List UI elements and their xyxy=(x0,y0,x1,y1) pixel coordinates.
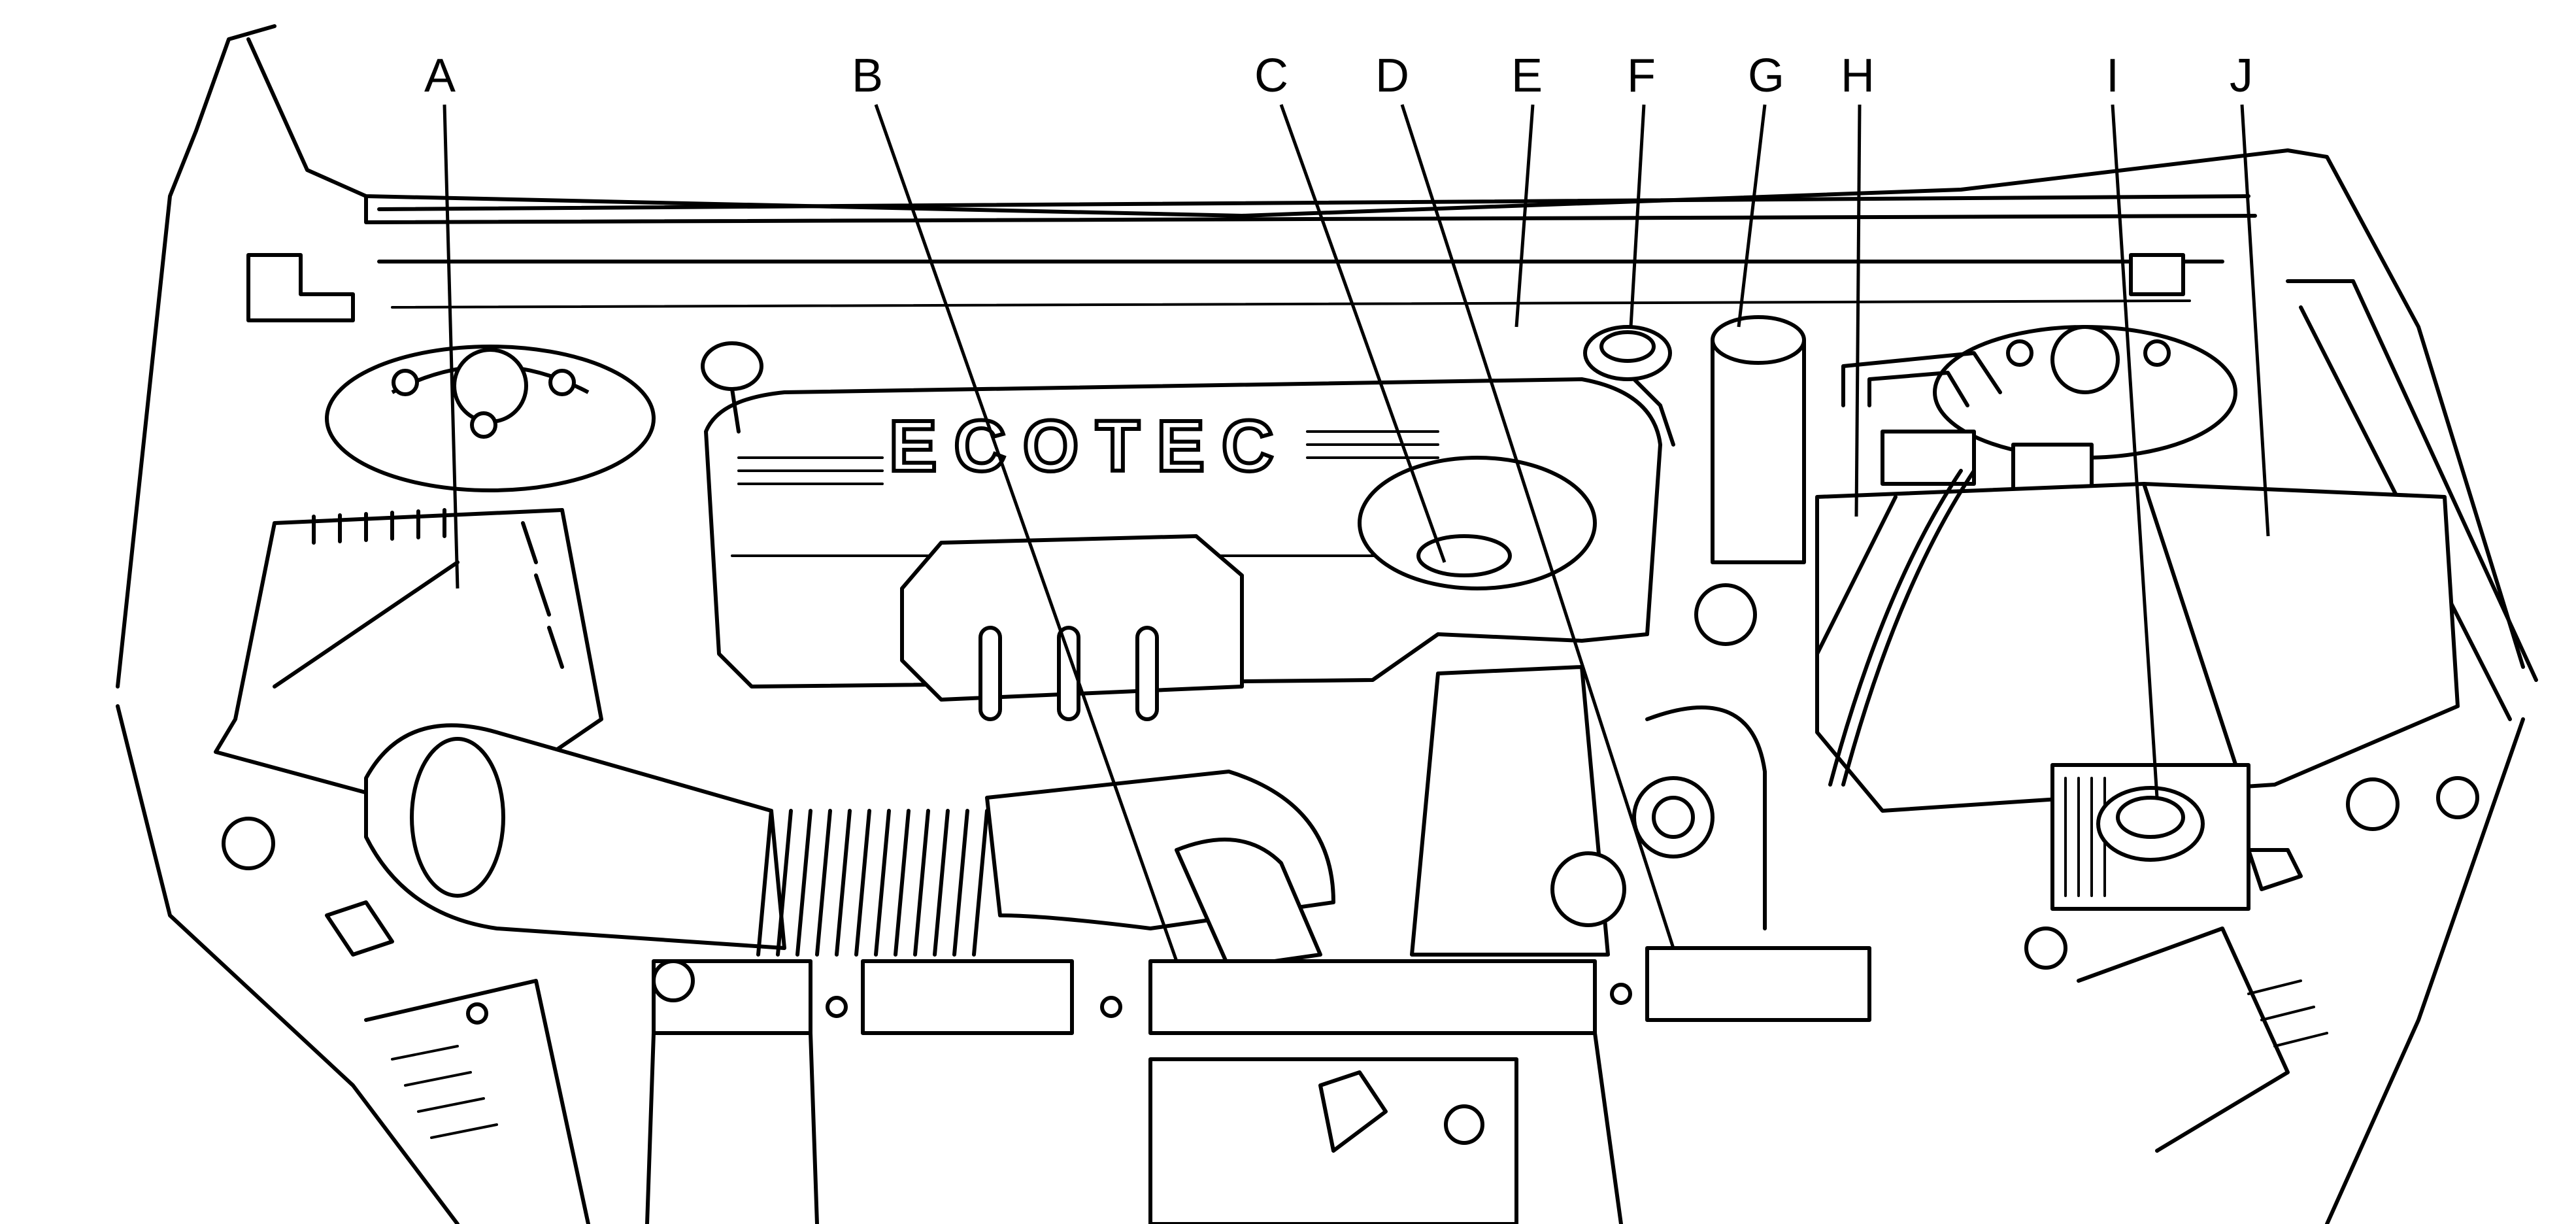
callout-label-A: A xyxy=(424,50,456,102)
callout-label-D: D xyxy=(1375,50,1409,102)
radiator-support xyxy=(645,946,1871,1224)
callout-label-H: H xyxy=(1841,50,1875,102)
callout-label-J: J xyxy=(2230,50,2253,102)
right-strut-tower xyxy=(1933,325,2237,460)
engine-cover-logo: ECOTEC xyxy=(889,406,1290,486)
throttle-and-accessory-area xyxy=(1410,665,1767,957)
left-strut-tower xyxy=(325,345,656,492)
callout-F: F xyxy=(1627,50,1656,328)
callout-label-F: F xyxy=(1627,50,1656,102)
callout-G: G xyxy=(1737,50,1784,328)
engine-oil-dipstick-tube xyxy=(701,341,763,434)
callout-label-G: G xyxy=(1748,50,1784,102)
hood-and-cowl xyxy=(116,24,2538,721)
callout-label-I: I xyxy=(2106,50,2119,102)
coolant-pressure-cap xyxy=(1583,325,1675,447)
callout-D: D xyxy=(1375,50,1675,949)
underhood-fuse-block xyxy=(1815,482,2460,813)
callout-C: C xyxy=(1254,50,1447,563)
right-front-headlamp-area xyxy=(2024,717,2525,1224)
engine-cover: ECOTEC xyxy=(704,377,1662,721)
intake-air-duct xyxy=(364,723,1335,970)
callout-H: H xyxy=(1841,50,1875,517)
power-steering-reservoir-cap xyxy=(2050,763,2250,911)
left-front-headlamp-area xyxy=(116,704,590,1224)
callout-label-B: B xyxy=(852,50,883,102)
callout-label-E: E xyxy=(1511,50,1543,102)
callout-I: I xyxy=(2106,50,2159,798)
wiring-harness xyxy=(1828,469,1976,787)
windshield-washer-reservoir xyxy=(1694,315,1806,646)
callout-A: A xyxy=(424,50,460,589)
callout-label-C: C xyxy=(1254,50,1288,102)
callout-B: B xyxy=(852,50,1179,962)
callout-E: E xyxy=(1511,50,1543,328)
callout-J: J xyxy=(2230,50,2270,537)
